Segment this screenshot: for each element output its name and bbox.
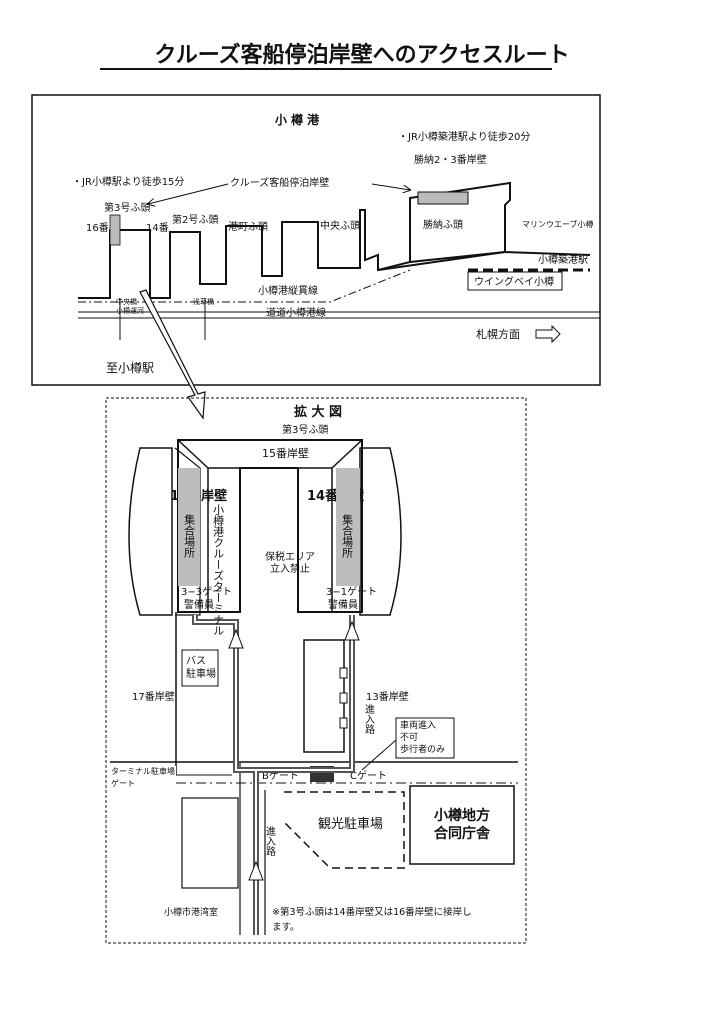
note-line-2: ます。 <box>272 922 300 933</box>
terminal-parking-1: ターミナル駐車場 <box>111 766 175 776</box>
assembly-label-right: 集合場所 <box>340 514 354 558</box>
road-bottom-label: 進入路 <box>263 826 275 856</box>
jr-chikko-walk: ・JR小樽築港駅より徒歩20分 <box>398 130 530 143</box>
guard-right-label: 警備員 <box>328 600 358 611</box>
bus-parking <box>181 649 219 687</box>
asakusa-bashi-label: 浅草橋 <box>193 297 214 306</box>
harbor-office-building <box>181 797 239 889</box>
sapporo-label: 札幌方面 <box>476 327 520 341</box>
road-right-label: 進入路 <box>362 704 374 734</box>
minatomachi-label: 港町ふ頭 <box>228 221 268 233</box>
assembly-area-left <box>178 468 200 586</box>
bus-label-1: バス <box>186 655 206 667</box>
tourist-parking-label: 観光駐車場 <box>318 817 383 832</box>
douro-line-label: 道道小樽港線 <box>266 306 326 319</box>
chuo-bashi-label: 中央橋 <box>116 297 137 306</box>
arrow-up-bottom-icon <box>248 860 264 881</box>
berth17-label: 17番岸壁 <box>132 690 175 703</box>
tsuukan-line-label: 小樽港縦貫線 <box>258 284 318 297</box>
bonded-label-1: 保税エリア <box>265 550 315 563</box>
assembly-label-left: 集合場所 <box>182 514 196 558</box>
overview-map: 小 樽 港 ・JR小樽築港駅より徒歩20分 勝納2・3番岸壁 ・JR小樽駅より徒… <box>31 94 601 386</box>
katsuno-berth-mark <box>417 191 469 205</box>
tourist-parking <box>283 791 405 869</box>
page-title: クルーズ客船停泊岸壁へのアクセスルート <box>154 42 569 68</box>
bus-label-2: 駐車場 <box>186 667 216 680</box>
gate-c-label: Cゲート <box>350 770 387 782</box>
detail-map: 拡 大 図 第3号ふ頭 15番岸壁 16番岸壁 14番岸壁 保税エリア 立入禁止… <box>105 397 527 944</box>
chikko-station-label: 小樽築港駅 <box>538 253 588 266</box>
sapporo-arrow-icon <box>535 324 561 344</box>
terminal-parking-2: ゲート <box>111 778 135 788</box>
pier2-label: 第2号ふ頭 <box>172 213 218 226</box>
chuo-label: 中央ふ頭 <box>320 219 360 232</box>
overview-frame <box>31 94 601 386</box>
note-line-1: ※第3号ふ頭は14番岸壁又は16番岸壁に接岸し <box>272 906 472 918</box>
arrow-up-right-icon <box>344 620 360 641</box>
berth15-label: 15番岸壁 <box>262 446 309 460</box>
berth14-label: 14番 <box>146 222 169 234</box>
guard-left-label: 警備員 <box>184 600 214 611</box>
katsuno-pier-label: 勝納ふ頭 <box>423 218 463 231</box>
gate31-label: 3−1ゲート <box>326 587 378 598</box>
katsuno-berth: 勝納2・3番岸壁 <box>414 153 487 166</box>
zoom-arrow-icon <box>139 289 206 420</box>
berth13-building <box>303 639 345 753</box>
berth13-label: 13番岸壁 <box>366 690 409 703</box>
jr-otaru-walk: ・JR小樽駅より徒歩15分 <box>72 175 184 188</box>
detail-frame <box>105 397 527 944</box>
harbor-title: 小 樽 港 <box>275 112 320 127</box>
no-vehicle-1: 車両進入 <box>400 719 436 731</box>
berth16-label: 16番 <box>86 222 109 234</box>
ship-right <box>359 447 402 616</box>
pier3-label: 第3号ふ頭 <box>104 201 150 214</box>
to-otaru-station: 至小樽駅 <box>106 360 154 375</box>
joint-office-2: 合同庁舎 <box>434 825 491 842</box>
terminal-label: 小樽港クルーズターミナル <box>211 504 225 636</box>
detail-title: 拡 大 図 <box>294 404 342 420</box>
bonded-label-2: 立入禁止 <box>270 562 310 575</box>
arrow-up-left-icon <box>228 628 244 649</box>
no-vehicle-box <box>395 717 455 759</box>
marine-way-label: マリンウエーブ小樽 <box>522 219 594 229</box>
wing-bay-label: ウイングベイ小樽 <box>474 275 554 288</box>
gate33-label: 3−3ゲート <box>181 587 233 598</box>
no-vehicle-3: 歩行者のみ <box>400 743 445 755</box>
ship-left <box>128 447 173 616</box>
pier3-detail-label: 第3号ふ頭 <box>282 423 328 436</box>
assembly-area-right <box>336 468 360 586</box>
joint-office-1: 小樽地方 <box>434 807 490 824</box>
cruise-berth-label: クルーズ客船停泊岸壁 <box>230 176 329 189</box>
no-vehicle-2: 不可 <box>400 732 418 743</box>
joint-office-building <box>409 785 515 865</box>
unga-label: 小樽運河 <box>116 306 144 315</box>
harbor-office-label: 小樽市港湾室 <box>164 906 218 918</box>
